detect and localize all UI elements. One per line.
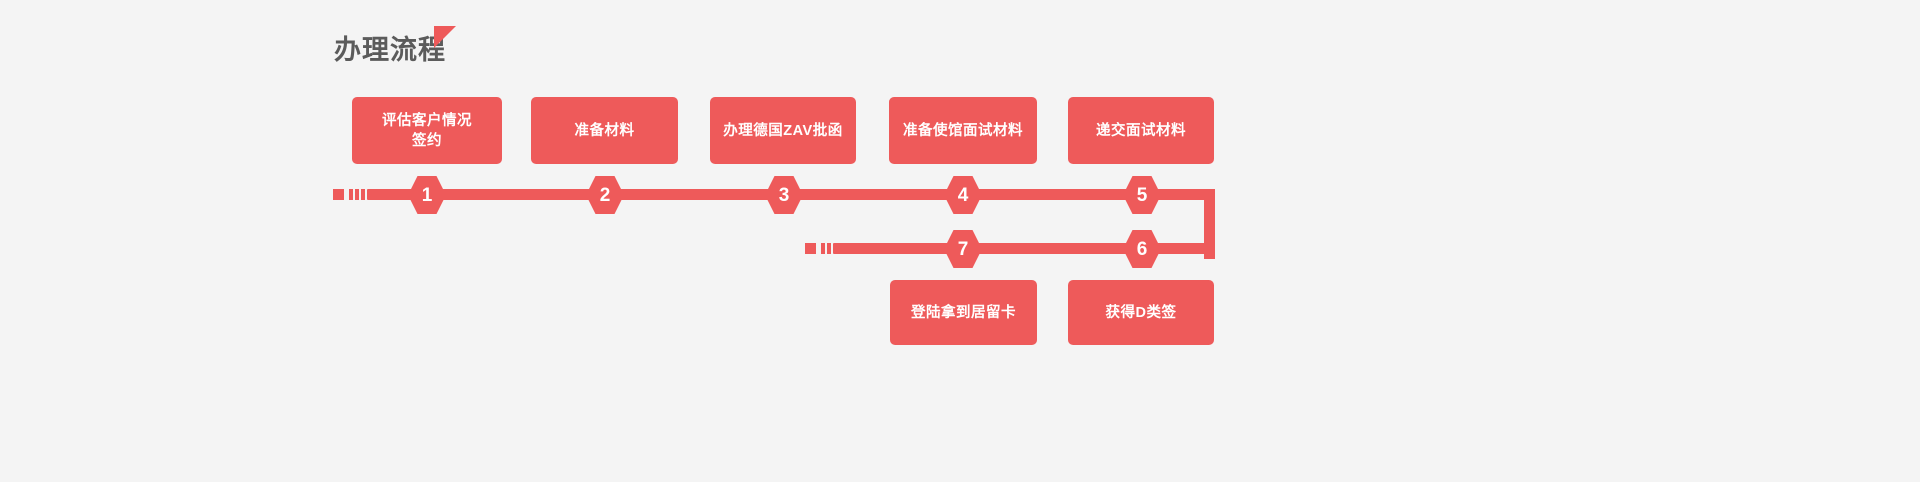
step-node-1[interactable]: 1 [408,176,446,214]
rail-start-square-top [333,189,344,200]
step-node-7[interactable]: 7 [944,230,982,268]
step-node-2[interactable]: 2 [586,176,624,214]
rail-start-square-bottom [805,243,816,254]
step-box-1-label: 评估客户情况 签约 [382,112,472,149]
rail-start-tick-bottom-1 [821,243,825,254]
step-box-6-label: 获得D类签 [1105,304,1177,321]
step-box-5[interactable]: 递交面试材料 [1068,97,1214,164]
rail-start-tick-bottom-2 [827,243,831,254]
step-node-4[interactable]: 4 [944,176,982,214]
timeline-rail-bottom [833,243,1215,254]
step-box-6[interactable]: 获得D类签 [1068,280,1214,345]
step-node-6-number: 6 [1136,238,1148,260]
step-box-5-label: 递交面试材料 [1096,122,1186,139]
step-box-3-label: 办理德国ZAV批函 [723,122,843,139]
step-node-3-number: 3 [778,184,790,206]
page-title-group: 办理流程 [334,26,456,72]
step-box-7[interactable]: 登陆拿到居留卡 [890,280,1037,345]
step-node-6[interactable]: 6 [1123,230,1161,268]
step-box-2-label: 准备材料 [574,122,635,139]
step-box-7-label: 登陆拿到居留卡 [911,304,1016,321]
step-box-4[interactable]: 准备使馆面试材料 [889,97,1037,164]
step-node-3[interactable]: 3 [765,176,803,214]
rail-start-tick-top-1 [349,189,353,200]
step-node-2-number: 2 [599,184,611,206]
step-box-1[interactable]: 评估客户情况 签约 [352,97,502,164]
step-node-5[interactable]: 5 [1123,176,1161,214]
step-node-5-number: 5 [1136,184,1148,206]
step-node-7-number: 7 [957,238,969,260]
page-title: 办理流程 [334,35,446,65]
rail-start-tick-top-3 [361,189,365,200]
step-box-3[interactable]: 办理德国ZAV批函 [710,97,856,164]
title-triangle-decoration-icon [434,26,456,48]
timeline-connector-vertical [1204,189,1215,259]
rail-start-tick-top-2 [355,189,359,200]
step-box-2[interactable]: 准备材料 [531,97,678,164]
step-node-4-number: 4 [957,184,969,206]
step-box-4-label: 准备使馆面试材料 [903,122,1023,139]
step-node-1-number: 1 [421,184,433,206]
